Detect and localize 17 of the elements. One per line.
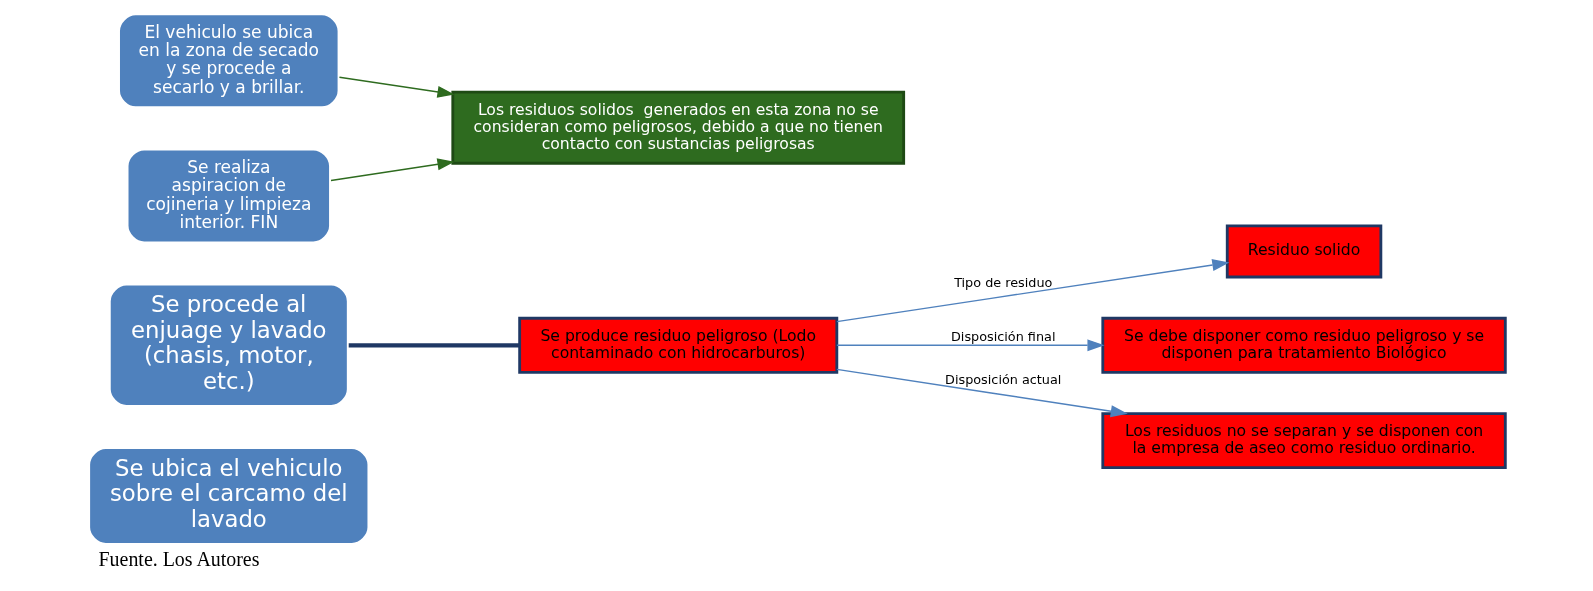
node-box: Se debe disponer como residuo peligroso y se disponen para tratamiento Biológico <box>1100 316 1507 374</box>
node-box: Los residuos solidos generados en esta zona no se consideran como peligrosos, debido a que no tienen contacto con sustancias peligrosas <box>450 90 905 165</box>
edge-label: Disposición actual <box>944 371 1061 387</box>
arrow <box>835 368 1128 418</box>
arrow <box>835 339 1104 352</box>
arrow <box>835 259 1229 323</box>
connector <box>348 343 519 348</box>
edge-label: Tipo de residuo <box>953 275 1052 291</box>
arrow <box>338 76 454 98</box>
arrow <box>329 158 454 182</box>
node-box: Los residuos no se separan y se disponen con la empresa de aseo como residuo ordinario. <box>1100 412 1507 470</box>
edge-label: Disposición final <box>950 329 1055 345</box>
node-box: Se produce residuo peligroso (Lodo contaminado con hidrocarburos) <box>517 316 838 374</box>
node-box: Se procede al enjuage y lavado (chasis, motor, etc.) <box>107 282 350 408</box>
caption: Fuente. Los Autores <box>98 548 259 571</box>
node-box: Se realiza aspiracion de cojineria y limpieza interior. FIN <box>125 147 332 245</box>
node-box: Residuo solido <box>1225 224 1382 279</box>
